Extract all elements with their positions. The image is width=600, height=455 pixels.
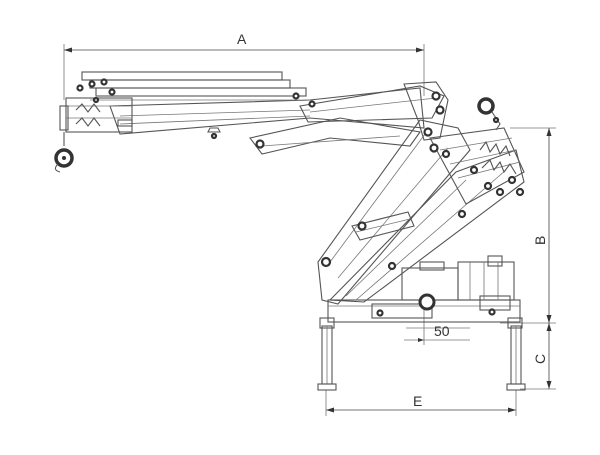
dimension-c: C bbox=[520, 323, 556, 390]
boom-tip-hook-icon bbox=[54, 132, 74, 173]
crane-base bbox=[319, 255, 523, 329]
dimension-offset-label: 50 bbox=[434, 323, 450, 339]
dimension-e-label: E bbox=[413, 393, 422, 409]
boom-tip-head bbox=[59, 78, 133, 133]
left-stabilizer-leg bbox=[317, 325, 337, 391]
dimension-c-label: C bbox=[532, 354, 548, 364]
dimension-b: B bbox=[500, 127, 556, 324]
dimension-a: A bbox=[63, 31, 425, 100]
dimension-e: E bbox=[325, 390, 517, 416]
crane-column bbox=[317, 119, 525, 305]
main-boom bbox=[81, 71, 451, 159]
dimension-b-label: B bbox=[532, 236, 548, 245]
right-stabilizer-leg bbox=[506, 325, 526, 391]
dimension-a-label: A bbox=[237, 31, 247, 47]
column-hook-icon bbox=[477, 97, 501, 131]
folded-boom-stack bbox=[429, 127, 525, 219]
